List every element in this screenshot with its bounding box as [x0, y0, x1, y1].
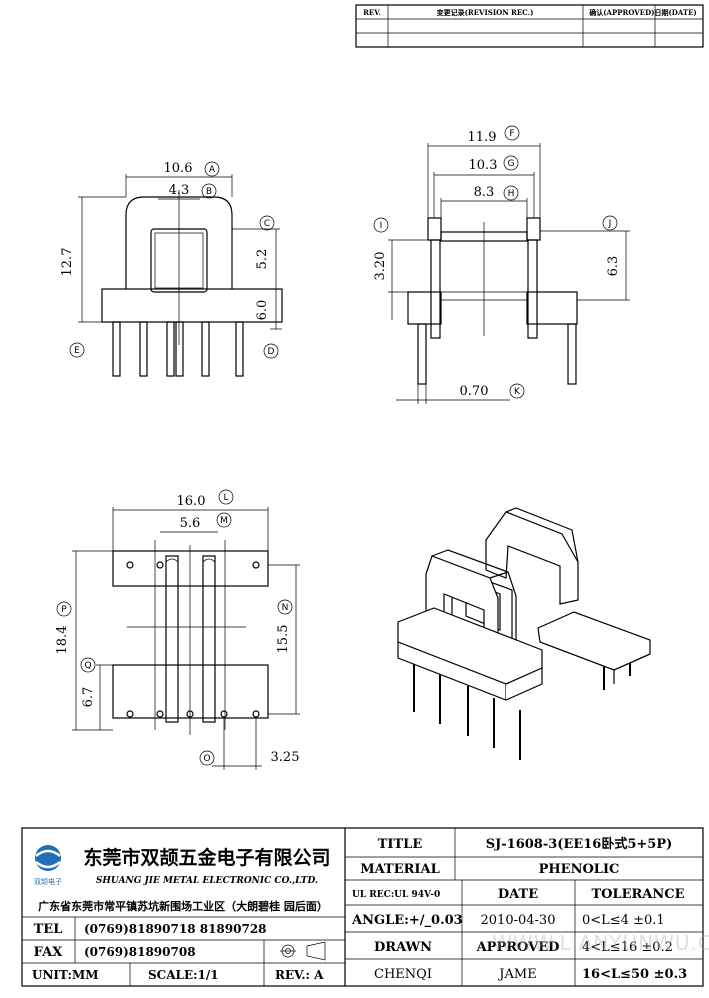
svg-text:P: P [61, 605, 67, 615]
svg-text:F: F [509, 129, 514, 139]
angle-tolerance: ANGLE:+/_0.03 [351, 913, 463, 928]
marker-k: K [509, 383, 525, 399]
revision-table: REV. 变更记录(REVISION REC.) 确认(APPROVED)日期(… [355, 4, 704, 48]
drawn-label: DRAWN [374, 940, 432, 955]
unit-label: UNIT:MM [32, 968, 99, 982]
approve-date-header: 确认(APPROVED)日期(DATE) [589, 8, 697, 17]
svg-text:L: L [223, 493, 228, 503]
marker-b: B [201, 183, 217, 199]
material-label: MATERIAL [360, 862, 439, 877]
dim-f: 11.9 [468, 130, 497, 145]
marker-j: J [602, 215, 618, 231]
drawn-value: CHENQI [374, 967, 432, 982]
fax-label: FAX [34, 945, 64, 960]
svg-text:B: B [206, 187, 212, 197]
svg-text:K: K [514, 387, 521, 397]
scale-label: SCALE:1/1 [148, 968, 219, 982]
tel-value: (0769)81890718 81890728 [84, 922, 267, 936]
tolerance-row-2: 4<L≤16 ±0.2 [582, 940, 673, 955]
marker-i: I [373, 217, 389, 233]
marker-e: E [69, 342, 85, 358]
tolerance-row-1: 0<L≤4 ±0.1 [582, 913, 665, 928]
svg-text:N: N [282, 603, 289, 613]
tolerance-row-3: 16<L≤50 ±0.3 [582, 967, 687, 982]
marker-o: O [199, 750, 215, 766]
svg-text:G: G [508, 159, 515, 169]
marker-m: M [216, 512, 232, 528]
ul-label: UL REC:UL 94V-0 [352, 890, 440, 900]
marker-a: A [204, 161, 220, 177]
dim-n: 15.5 [276, 625, 291, 654]
top-view: 16.0 5.6 18.4 6.7 15.5 3.25 [55, 494, 300, 770]
marker-n: N [277, 599, 293, 615]
dim-c: 5.2 [255, 249, 270, 270]
company-logo: 双颉电子 [34, 845, 62, 886]
watermark: WWW.LIANYUNWU.COM [492, 931, 709, 955]
dim-p: 18.4 [55, 626, 70, 655]
dim-b: 4.3 [169, 183, 190, 198]
tel-label: TEL [34, 922, 63, 937]
svg-text:A: A [209, 165, 216, 175]
dim-d: 6.0 [255, 300, 270, 321]
rev-header: REV. [363, 8, 381, 17]
dim-q: 6.7 [81, 687, 96, 708]
marker-q: Q [80, 657, 96, 673]
isometric-view [397, 507, 651, 760]
dim-l: 16.0 [177, 494, 206, 509]
title-block: 双颉电子 东莞市双颉五金电子有限公司 SHUANG JIE METAL ELEC… [21, 827, 709, 987]
dim-g: 10.3 [469, 158, 498, 173]
approved-value: JAME [497, 967, 536, 982]
marker-p: P [56, 601, 72, 617]
dim-h: 8.3 [474, 185, 495, 200]
marker-c: C [259, 215, 275, 231]
date-label: DATE [498, 887, 538, 902]
change-record-header: 变更记录(REVISION REC.) [437, 8, 534, 17]
dim-m: 5.6 [180, 516, 201, 531]
svg-text:C: C [264, 219, 270, 229]
dim-o: 3.25 [271, 750, 300, 765]
svg-text:Q: Q [84, 661, 91, 671]
logo-text: 双颉电子 [34, 877, 62, 886]
approved-label: APPROVED [476, 940, 560, 955]
rev-label: REV.: A [275, 968, 324, 982]
svg-text:O: O [203, 754, 210, 764]
title-label: TITLE [378, 837, 423, 852]
side-view: 11.9 10.3 8.3 3.20 6.3 0.70 [373, 130, 630, 404]
svg-text:I: I [380, 221, 383, 231]
material-value: PHENOLIC [539, 862, 620, 877]
marker-l: L [218, 489, 234, 505]
front-view: 10.6 4.3 12.7 5.2 6.0 [60, 161, 283, 377]
marker-g: G [503, 155, 519, 171]
svg-text:D: D [268, 347, 275, 357]
svg-text:E: E [74, 346, 80, 356]
dim-k: 0.70 [460, 384, 489, 399]
dim-a: 10.6 [164, 161, 193, 176]
svg-text:H: H [508, 189, 515, 199]
projection-symbol-icon [280, 941, 326, 961]
marker-h: H [503, 185, 519, 201]
company-name-en: SHUANG JIE METAL ELECTRONIC CO.,LTD. [96, 876, 318, 886]
company-name-cn: 东莞市双颉五金电子有限公司 [83, 846, 330, 869]
dim-i: 3.20 [373, 252, 388, 281]
title-value: SJ-1608-3(EE16卧式5+5P) [486, 836, 673, 852]
dim-j: 6.3 [606, 256, 621, 277]
tolerance-label: TOLERANCE [591, 887, 684, 902]
date-value: 2010-04-30 [481, 913, 556, 928]
marker-d: D [263, 343, 279, 359]
svg-text:M: M [220, 516, 228, 526]
dimension-markers: A B C D E F G H I J K L M N O P Q [56, 125, 618, 766]
marker-f: F [504, 125, 520, 141]
dim-e: 12.7 [60, 248, 75, 277]
company-address: 广东省东莞市常平镇苏坑新围场工业区（大朗碧桂 园后面） [38, 899, 328, 913]
svg-text:J: J [608, 219, 612, 229]
fax-value: (0769)81890708 [84, 945, 196, 959]
